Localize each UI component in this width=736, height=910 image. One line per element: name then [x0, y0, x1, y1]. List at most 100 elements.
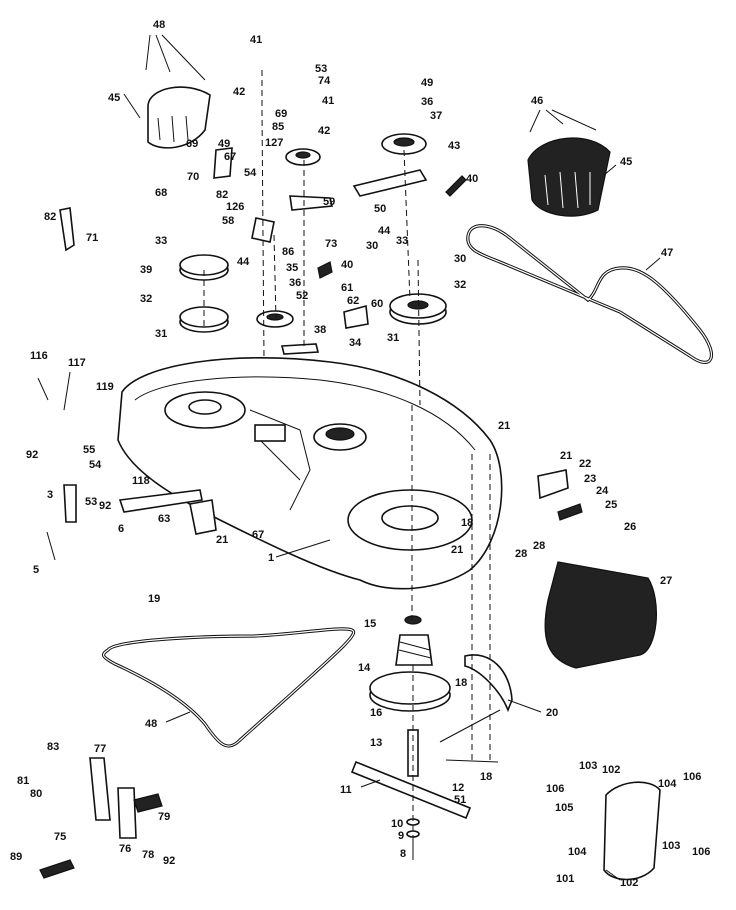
belt-48 [102, 627, 356, 748]
callout-44b: 44 [237, 256, 250, 268]
callout-106c: 106 [692, 846, 710, 858]
callout-92b: 92 [99, 500, 111, 512]
callout-25: 25 [605, 499, 617, 511]
callout-45a: 45 [108, 92, 120, 104]
callout-61: 61 [341, 282, 353, 294]
callout-49b: 49 [218, 138, 230, 150]
callout-86: 86 [282, 246, 294, 258]
callout-41b: 41 [322, 95, 334, 107]
callout-106a: 106 [546, 783, 564, 795]
part-callouts: 48 41 53 74 49 42 45 41 36 46 69 37 85 4… [10, 19, 710, 889]
callout-42a: 42 [233, 86, 245, 98]
callout-49a: 49 [421, 77, 433, 89]
callout-47: 47 [661, 247, 673, 259]
belt-cover-right [527, 109, 611, 217]
callout-30b: 30 [454, 253, 466, 265]
callout-51: 51 [454, 794, 466, 806]
callout-21b: 21 [560, 450, 572, 462]
callout-31a: 31 [155, 328, 167, 340]
blade [350, 760, 472, 820]
callout-44a: 44 [378, 225, 391, 237]
callout-28b: 28 [515, 548, 527, 560]
callout-3: 3 [47, 489, 53, 501]
callout-14: 14 [358, 662, 371, 674]
callout-63: 63 [158, 513, 170, 525]
callout-81: 81 [17, 775, 29, 787]
callout-60: 60 [371, 298, 383, 310]
callout-30a: 30 [366, 240, 378, 252]
callout-53b: 53 [85, 496, 97, 508]
callout-39: 39 [140, 264, 152, 276]
callout-54a: 54 [244, 167, 257, 179]
callout-40a: 40 [466, 173, 478, 185]
callout-71: 71 [86, 232, 98, 244]
deflector-guard [603, 781, 661, 881]
callout-21c: 21 [216, 534, 228, 546]
callout-20: 20 [546, 707, 558, 719]
callout-127: 127 [265, 137, 283, 149]
callout-15: 15 [364, 618, 376, 630]
callout-21a: 21 [498, 420, 510, 432]
callout-9: 9 [398, 830, 404, 842]
callout-36b: 36 [289, 277, 301, 289]
callout-62: 62 [347, 295, 359, 307]
callout-21d: 21 [451, 544, 463, 556]
callout-69a: 69 [275, 108, 287, 120]
discharge-chute [544, 561, 658, 669]
callout-117: 117 [68, 357, 86, 369]
callout-118: 118 [132, 475, 150, 487]
callout-92a: 92 [26, 449, 38, 461]
callout-24: 24 [596, 485, 609, 497]
callout-74: 74 [318, 75, 331, 87]
callout-18a: 18 [461, 517, 473, 529]
callout-42b: 42 [318, 125, 330, 137]
callout-104a: 104 [658, 778, 677, 790]
belt-47 [466, 224, 713, 364]
callout-80: 80 [30, 788, 42, 800]
pulleys [179, 133, 451, 712]
callout-33a: 33 [155, 235, 167, 247]
callout-32a: 32 [140, 293, 152, 305]
callout-10: 10 [391, 818, 403, 830]
callout-43: 43 [448, 140, 460, 152]
callout-46a: 46 [531, 95, 543, 107]
alignment-lines [203, 70, 499, 860]
callout-18c: 18 [480, 771, 492, 783]
callout-12: 12 [452, 782, 464, 794]
callout-22: 22 [579, 458, 591, 470]
callout-105: 105 [555, 802, 573, 814]
callout-55: 55 [83, 444, 95, 456]
callout-82a: 82 [216, 189, 228, 201]
callout-31b: 31 [387, 332, 399, 344]
callout-8: 8 [400, 848, 406, 860]
callout-28a: 28 [533, 540, 545, 552]
callout-83: 83 [47, 741, 59, 753]
callout-53a: 53 [315, 63, 327, 75]
callout-38: 38 [314, 324, 326, 336]
callout-78: 78 [142, 849, 154, 861]
callout-67: 67 [252, 529, 264, 541]
callout-59: 59 [323, 196, 335, 208]
callout-102a: 102 [602, 764, 620, 776]
callout-87: 67 [224, 151, 236, 163]
callout-85: 85 [272, 121, 284, 133]
callout-16a: 16 [370, 707, 382, 719]
callout-54b: 54 [89, 459, 102, 471]
callout-11: 11 [340, 784, 352, 796]
callout-92c: 92 [163, 855, 175, 867]
callout-69b: 69 [186, 138, 198, 150]
callout-76: 76 [119, 843, 131, 855]
callout-45b: 45 [620, 156, 632, 168]
callout-73: 73 [325, 238, 337, 250]
callout-33b: 33 [396, 235, 408, 247]
callout-48-top: 48 [153, 19, 165, 31]
part-drawings [37, 34, 713, 881]
callout-89: 89 [10, 851, 22, 863]
mower-deck-housing [117, 357, 503, 590]
callout-103a: 103 [579, 760, 597, 772]
callout-6: 6 [118, 523, 124, 535]
callout-79: 79 [158, 811, 170, 823]
callout-106b: 106 [683, 771, 701, 783]
callout-77: 77 [94, 743, 106, 755]
